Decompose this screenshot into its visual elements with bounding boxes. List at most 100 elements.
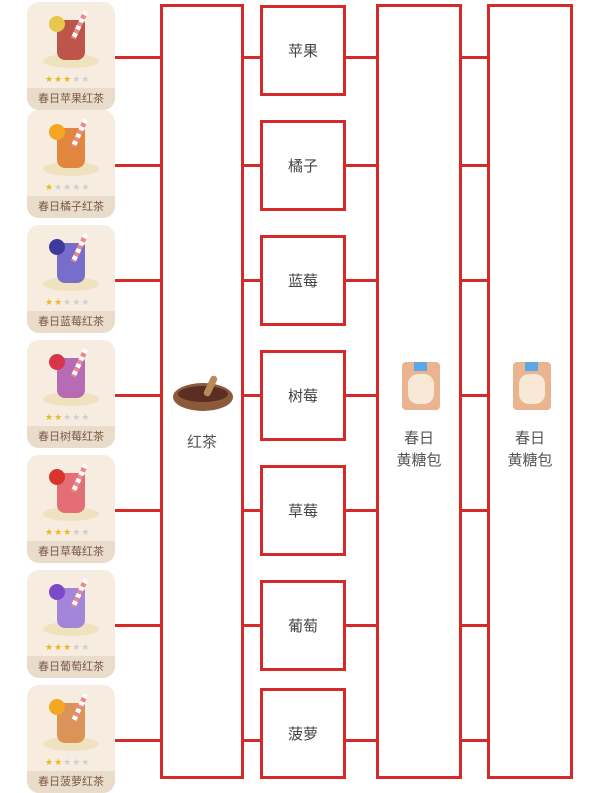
- sugar-bag-icon: [402, 362, 440, 410]
- star-filled-icon: ★: [54, 758, 64, 768]
- connector-line: [461, 279, 488, 282]
- star-filled-icon: ★: [45, 758, 55, 768]
- star-rating: ★★★★★: [45, 643, 90, 653]
- star-empty-icon: ★: [72, 298, 82, 308]
- connector-line: [461, 624, 488, 627]
- fruit-box: 菠萝: [260, 688, 346, 779]
- drink-card[interactable]: ★★★★★ 春日草莓红茶: [27, 455, 115, 563]
- connector-line: [461, 164, 488, 167]
- sugar-label-line2: 黄糖包: [507, 451, 553, 469]
- fruit-label: 树莓: [287, 387, 318, 405]
- connector-line: [461, 509, 488, 512]
- drink-card[interactable]: ★★★★★春日蓝莓红茶: [27, 225, 115, 333]
- saucer-icon: [43, 622, 99, 636]
- star-empty-icon: ★: [81, 528, 91, 538]
- connector-line: [243, 279, 261, 282]
- star-rating: ★★★★★: [45, 528, 90, 538]
- star-filled-icon: ★: [45, 183, 55, 193]
- star-empty-icon: ★: [72, 75, 82, 85]
- star-empty-icon: ★: [72, 183, 82, 193]
- fruit-label: 苹果: [287, 42, 318, 60]
- star-empty-icon: ★: [54, 183, 64, 193]
- connector-line: [243, 56, 261, 59]
- star-empty-icon: ★: [72, 528, 82, 538]
- star-empty-icon: ★: [63, 183, 73, 193]
- connector-line: [344, 509, 377, 512]
- fruit-box: 橘子: [260, 120, 346, 211]
- sugar-label-line2: 黄糖包: [396, 451, 442, 469]
- star-empty-icon: ★: [72, 758, 82, 768]
- drink-card[interactable]: ★★★★★ 春日葡萄红茶: [27, 570, 115, 678]
- fruit-label: 菠萝: [287, 725, 318, 743]
- star-filled-icon: ★: [54, 75, 64, 85]
- drink-label: 春日葡萄红茶: [27, 656, 115, 678]
- fruit-box: 草莓: [260, 465, 346, 556]
- star-filled-icon: ★: [45, 643, 55, 653]
- connector-line: [344, 394, 377, 397]
- connector-line: [461, 739, 488, 742]
- fruit-garnish-icon: [49, 469, 65, 485]
- fruit-label: 蓝莓: [287, 272, 318, 290]
- connector-line: [115, 394, 161, 397]
- drink-label: 春日菠萝红茶: [27, 771, 115, 793]
- connector-line: [243, 739, 261, 742]
- drink-label: 春日蓝莓红茶: [27, 311, 115, 333]
- star-empty-icon: ★: [72, 643, 82, 653]
- fruit-box: 苹果: [260, 5, 346, 96]
- connector-line: [115, 279, 161, 282]
- connector-line: [243, 164, 261, 167]
- drink-card[interactable]: ★★★★★春日树莓红茶: [27, 340, 115, 448]
- sugar-label-line1: 春日: [403, 429, 434, 447]
- connector-line: [115, 624, 161, 627]
- saucer-icon: [43, 392, 99, 406]
- sugar-bag-icon: [513, 362, 551, 410]
- drink-label: 春日树莓红茶: [27, 426, 115, 448]
- fruit-box: 树莓: [260, 350, 346, 441]
- fruit-garnish-icon: [49, 699, 65, 715]
- sugar-column-1: 春日 黄糖包: [376, 4, 462, 779]
- fruit-garnish-icon: [49, 16, 65, 32]
- saucer-icon: [43, 507, 99, 521]
- fruit-box: 葡萄: [260, 580, 346, 671]
- star-filled-icon: ★: [45, 413, 55, 423]
- fruit-label: 葡萄: [287, 617, 318, 635]
- drink-card[interactable]: ★★★★★ 春日菠萝红茶: [27, 685, 115, 793]
- star-filled-icon: ★: [63, 528, 73, 538]
- fruit-label: 橘子: [287, 157, 318, 175]
- star-filled-icon: ★: [63, 643, 73, 653]
- drink-card[interactable]: ★★★★★春日苹果红茶: [27, 2, 115, 110]
- connector-line: [461, 394, 488, 397]
- fruit-garnish-icon: [49, 584, 65, 600]
- star-rating: ★★★★★: [45, 75, 90, 85]
- fruit-garnish-icon: [49, 239, 65, 255]
- saucer-icon: [43, 737, 99, 751]
- connector-line: [344, 624, 377, 627]
- fruit-garnish-icon: [49, 124, 65, 140]
- star-filled-icon: ★: [45, 528, 55, 538]
- saucer-icon: [43, 54, 99, 68]
- star-filled-icon: ★: [54, 298, 64, 308]
- drink-label: 春日草莓红茶: [27, 541, 115, 563]
- star-empty-icon: ★: [81, 413, 91, 423]
- star-rating: ★★★★★: [45, 183, 90, 193]
- saucer-icon: [43, 277, 99, 291]
- sugar-label-line1: 春日: [514, 429, 545, 447]
- star-filled-icon: ★: [45, 75, 55, 85]
- star-empty-icon: ★: [81, 758, 91, 768]
- star-rating: ★★★★★: [45, 758, 90, 768]
- black-tea-bowl-icon: [173, 374, 233, 411]
- drink-card[interactable]: ★★★★★ 春日橘子红茶: [27, 110, 115, 218]
- connector-line: [115, 56, 161, 59]
- connector-line: [461, 56, 488, 59]
- drink-label: 春日橘子红茶: [27, 196, 115, 218]
- base-label: 红茶: [186, 433, 217, 451]
- connector-line: [243, 394, 261, 397]
- connector-line: [115, 739, 161, 742]
- star-empty-icon: ★: [81, 75, 91, 85]
- star-filled-icon: ★: [63, 75, 73, 85]
- base-ingredient-column: 红茶: [160, 4, 244, 779]
- star-empty-icon: ★: [81, 298, 91, 308]
- star-empty-icon: ★: [72, 413, 82, 423]
- connector-line: [344, 56, 377, 59]
- drink-label: 春日苹果红茶: [27, 88, 115, 110]
